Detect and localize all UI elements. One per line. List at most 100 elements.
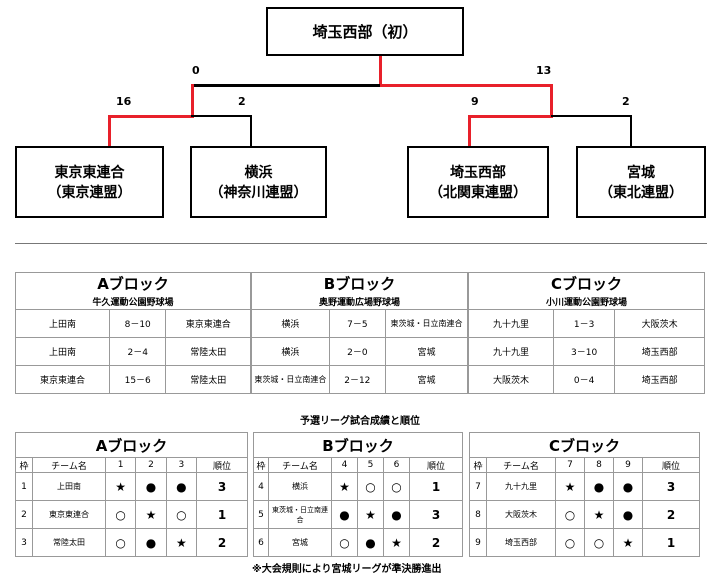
table-row: 4 横浜 ★ ○ ○ 1	[253, 472, 463, 501]
result-mark: ○	[104, 528, 137, 557]
away-team: 埼玉西部	[614, 365, 705, 394]
team-name: 常陸太田	[32, 528, 106, 557]
score-semi1-right: 2	[238, 95, 246, 108]
bracket-line	[468, 115, 471, 146]
slot: 4	[253, 472, 269, 501]
team-name: 埼玉西部	[486, 528, 556, 557]
col-header: 6	[383, 457, 410, 473]
away-team: 大阪茨木	[614, 309, 705, 338]
result-mark: ●	[613, 472, 643, 501]
game-score: 2－4	[108, 337, 167, 366]
team-name: 宮城	[627, 165, 655, 181]
team-league: （北関東連盟）	[429, 185, 527, 201]
team-name: 横浜	[268, 472, 332, 501]
team-name: 埼玉西部	[450, 165, 506, 181]
slot: 7	[469, 472, 487, 501]
standings-table-a: Aブロック 枠 チーム名 1 2 3 順位 1 上田南 ★ ● ● 3 2 東京…	[15, 432, 248, 557]
team-league: （東京連盟）	[47, 185, 132, 201]
result-mark: ●	[135, 528, 167, 557]
result-mark: ★	[165, 528, 198, 557]
col-header: チーム名	[486, 457, 556, 473]
team-box: 宮城 （東北連盟）	[576, 146, 706, 218]
result-mark: ★	[331, 472, 358, 501]
table-row: 5 東茨城・日立南連合 ● ★ ● 3	[253, 500, 463, 529]
result-mark: ★	[584, 500, 614, 529]
game-score: 3－10	[552, 337, 616, 366]
rank: 1	[409, 472, 463, 501]
slot: 5	[253, 500, 269, 529]
standings-table-c: Cブロック 枠 チーム名 7 8 9 順位 7 九十九里 ★ ● ● 3 8 大…	[469, 432, 700, 557]
home-team: 横浜	[251, 337, 330, 366]
score-final-right: 13	[536, 64, 552, 77]
result-mark: ●	[165, 472, 198, 501]
slot: 8	[469, 500, 487, 529]
home-team: 大阪茨木	[468, 365, 554, 394]
result-mark: ●	[383, 500, 410, 529]
col-header: 3	[165, 457, 198, 473]
venue: 牛久運動公園野球場	[15, 294, 251, 310]
game-score: 0－4	[552, 365, 616, 394]
venue: 小川運動公園野球場	[468, 294, 705, 310]
block-title: Cブロック	[468, 272, 705, 294]
standings-table-b: Bブロック 枠 チーム名 4 5 6 順位 4 横浜 ★ ○ ○ 1 5 東茨城…	[253, 432, 463, 557]
table-row: 2 東京東連合 ○ ★ ○ 1	[15, 500, 248, 529]
rank: 3	[642, 472, 700, 501]
slot: 9	[469, 528, 487, 557]
result-mark: ○	[104, 500, 137, 529]
team-box: 埼玉西部 （北関東連盟）	[407, 146, 549, 218]
rank: 3	[196, 472, 248, 501]
bracket-line	[550, 84, 553, 117]
bracket-line	[250, 115, 252, 146]
score-final-left: 0	[192, 64, 200, 77]
score-semi2-left: 9	[471, 95, 479, 108]
result-mark: ○	[584, 528, 614, 557]
bracket-line	[191, 84, 381, 87]
col-header: 順位	[196, 457, 248, 473]
home-team: 東茨城・日立南連合	[251, 365, 330, 394]
result-mark: ●	[135, 472, 167, 501]
col-header: 枠	[469, 457, 487, 473]
result-mark: ★	[555, 472, 585, 501]
standings-title: 予選リーグ試合成績と順位	[300, 416, 420, 427]
champion-box: 埼玉西部（初）	[266, 7, 464, 56]
col-header: 4	[331, 457, 358, 473]
game-score: 1－3	[552, 309, 616, 338]
bracket-line	[379, 56, 382, 86]
block-title: Cブロック	[469, 432, 700, 458]
score-semi2-right: 2	[622, 95, 630, 108]
home-team: 上田南	[15, 337, 110, 366]
away-team: 常陸太田	[165, 365, 251, 394]
team-name: 東京東連合	[54, 165, 125, 181]
bracket-line	[191, 84, 194, 117]
away-team: 東茨城・日立南連合	[384, 309, 469, 338]
table-row: 1 上田南 ★ ● ● 3	[15, 472, 248, 501]
team-name: 九十九里	[486, 472, 556, 501]
team-league: （東北連盟）	[599, 185, 683, 201]
home-team: 九十九里	[468, 337, 554, 366]
table-row: 9 埼玉西部 ○ ○ ★ 1	[469, 528, 700, 557]
result-mark: ○	[357, 472, 384, 501]
block-title: Aブロック	[15, 272, 251, 294]
score-semi1-left: 16	[116, 95, 132, 108]
team-name: 横浜	[244, 165, 273, 181]
home-team: 上田南	[15, 309, 110, 338]
col-header: チーム名	[268, 457, 332, 473]
venue: 奥野運動広場野球場	[251, 294, 468, 310]
result-mark: ★	[135, 500, 167, 529]
col-header: 7	[555, 457, 585, 473]
team-name: 東茨城・日立南連合	[268, 500, 332, 529]
away-team: 宮城	[384, 365, 469, 394]
table-row: 8 大阪茨木 ○ ★ ● 2	[469, 500, 700, 529]
team-name: 上田南	[32, 472, 106, 501]
result-mark: ●	[357, 528, 384, 557]
bracket-line	[380, 84, 553, 87]
team-name: 東京東連合	[32, 500, 106, 529]
bracket-line	[191, 115, 251, 117]
home-team: 横浜	[251, 309, 330, 338]
col-header: 順位	[409, 457, 463, 473]
col-header: チーム名	[32, 457, 106, 473]
col-header: 9	[613, 457, 643, 473]
result-mark: ★	[357, 500, 384, 529]
